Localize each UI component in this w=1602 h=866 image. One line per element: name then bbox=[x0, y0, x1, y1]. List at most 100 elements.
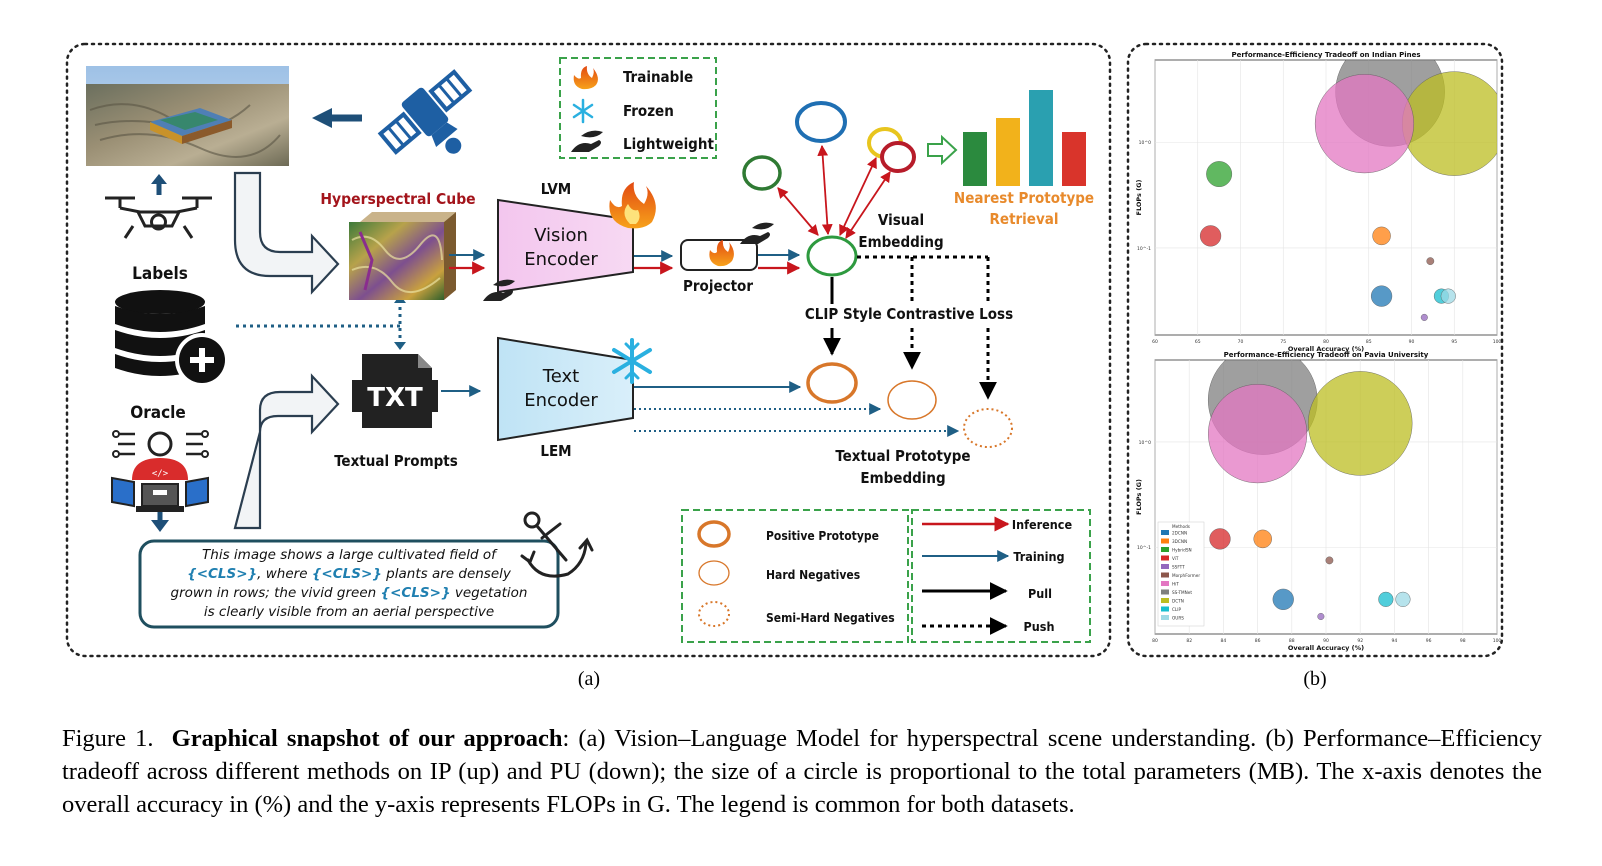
chart-title: Performance-Efficiency Tradeoff on Pavia… bbox=[1224, 351, 1429, 359]
point-vit bbox=[1199, 225, 1222, 247]
retrieval-bars-icon bbox=[963, 90, 1086, 186]
module-legend: Trainable Frozen Lightweight bbox=[559, 57, 717, 159]
svg-text:Semi-Hard Negatives: Semi-Hard Negatives bbox=[766, 611, 895, 625]
visual-embedding-line1: Visual bbox=[878, 211, 924, 229]
svg-text:Push: Push bbox=[1024, 619, 1055, 634]
legend-swatch bbox=[1161, 606, 1169, 612]
vision-encoder-block bbox=[497, 198, 634, 294]
point-2dcnn bbox=[1370, 285, 1393, 307]
x-tick-label: 70 bbox=[1238, 339, 1244, 345]
point-2dcnn bbox=[1272, 588, 1294, 610]
projector-flame-icon bbox=[709, 240, 734, 267]
panel-a-label: (a) bbox=[578, 668, 600, 690]
x-tick-label: 60 bbox=[1152, 339, 1158, 345]
anchor-icon bbox=[520, 511, 594, 578]
svg-text:Positive Prototype: Positive Prototype bbox=[766, 529, 879, 543]
textual-prototype-line2: Embedding bbox=[860, 469, 945, 487]
legend-swatch bbox=[1161, 598, 1169, 603]
satellite-icon bbox=[377, 69, 473, 155]
x-tick-label: 96 bbox=[1426, 638, 1432, 644]
caption-bold: Graphical snapshot of our approach bbox=[171, 725, 563, 752]
prototype-circle-blue bbox=[795, 101, 847, 143]
panel-a-border bbox=[65, 42, 1112, 658]
x-tick-label: 65 bbox=[1195, 339, 1201, 345]
lem-label: LEM bbox=[540, 442, 571, 460]
legend-hand-icon bbox=[571, 130, 603, 152]
nearest-prototype-line2: Retrieval bbox=[990, 210, 1059, 228]
x-axis-label: Overall Accuracy (%) bbox=[1288, 345, 1364, 353]
prompt-line-1: This image shows a large cultivated fiel… bbox=[202, 547, 498, 563]
point-hybridsn bbox=[1206, 161, 1233, 187]
vision-encoder-line2: Encoder bbox=[524, 249, 598, 270]
legend-item: ViT bbox=[1172, 556, 1179, 561]
textual-prototype-line1: Textual Prototype bbox=[835, 447, 970, 465]
data-points bbox=[1208, 360, 1413, 620]
panel-b-border bbox=[1126, 42, 1504, 658]
legend-swatch bbox=[1161, 555, 1169, 561]
clip-contrastive-loss-label: CLIP Style Contrastive Loss bbox=[805, 305, 1013, 323]
text-encoder-block bbox=[497, 336, 634, 442]
prompt-line-4: is clearly visible from an aerial perspe… bbox=[204, 604, 494, 620]
legend-swatch bbox=[1161, 547, 1169, 552]
svg-text:Frozen: Frozen bbox=[623, 102, 674, 120]
point-vit bbox=[1209, 528, 1231, 550]
y-tick-label: 10^-1 bbox=[1137, 246, 1151, 252]
svg-text:Hard Negatives: Hard Negatives bbox=[766, 568, 860, 582]
projector-label: Projector bbox=[683, 277, 753, 295]
data-points bbox=[1199, 60, 1497, 321]
x-tick-label: 86 bbox=[1255, 638, 1261, 644]
y-tick-label: 10^-1 bbox=[1137, 545, 1151, 551]
drone-up-arrow bbox=[151, 174, 167, 195]
x-tick-label: 92 bbox=[1357, 638, 1363, 644]
point-dctn bbox=[1307, 371, 1413, 476]
labels-text: Labels bbox=[132, 264, 188, 284]
text-encoder-to-prototype-arrows bbox=[634, 381, 960, 437]
legend-title: Methods bbox=[1172, 524, 1190, 529]
flame-icon bbox=[609, 182, 656, 229]
point-ssftt bbox=[1317, 612, 1325, 620]
figure-caption: Figure 1. Graphical snapshot of our appr… bbox=[62, 722, 1542, 821]
point-ours bbox=[1440, 288, 1456, 304]
prompt-callout: This image shows a large cultivated fiel… bbox=[138, 539, 560, 629]
point-ssftt bbox=[1420, 313, 1428, 321]
y-tick-label: 10^0 bbox=[1139, 440, 1151, 446]
cube-to-encoder-arrows bbox=[449, 249, 486, 275]
legend-swatch bbox=[1161, 530, 1169, 535]
figure-canvas: Labels Oracle </> Hype bbox=[65, 42, 1504, 690]
x-tick-label: 80 bbox=[1323, 339, 1329, 345]
semi-hard-negative-circle bbox=[963, 408, 1013, 448]
positive-prototype-circle bbox=[806, 362, 858, 404]
hard-negative-circle bbox=[887, 380, 937, 420]
txt-document-icon: TXT bbox=[352, 354, 438, 428]
legend-snowflake-icon bbox=[572, 98, 594, 124]
legend-item: SSFTT bbox=[1172, 565, 1185, 570]
methods-legend: Methods2DCNN3DCNNHybridSNViTSSFTTMorphFo… bbox=[1157, 521, 1205, 627]
svg-text:Pull: Pull bbox=[1028, 586, 1052, 601]
oracle-text: Oracle bbox=[130, 403, 186, 423]
legend-item: CLIP bbox=[1172, 607, 1181, 612]
prompt-line-3: grown in rows; the vivid green {<CLS>} v… bbox=[171, 585, 528, 601]
legend-swatch bbox=[1161, 538, 1169, 544]
lightweight-hand-icon bbox=[483, 279, 515, 301]
legend-swatch bbox=[1161, 615, 1169, 620]
svg-text:</>: </> bbox=[152, 469, 169, 479]
x-tick-label: 100 bbox=[1493, 339, 1502, 345]
x-axis-label: Overall Accuracy (%) bbox=[1288, 644, 1364, 652]
vision-encoder-line1: Vision bbox=[534, 225, 588, 246]
legend-item: HybridSN bbox=[1172, 548, 1192, 553]
x-tick-label: 82 bbox=[1186, 638, 1192, 644]
text-encoder-line2: Encoder bbox=[524, 390, 598, 411]
chart-title: Performance-Efficiency Tradeoff on India… bbox=[1231, 51, 1420, 59]
prompt-line-2: {<CLS>}, where {<CLS>} plants are densel… bbox=[187, 566, 512, 582]
panel-b-label: (b) bbox=[1303, 668, 1326, 690]
projector-hand-icon bbox=[740, 222, 774, 244]
visual-embedding-line2: Embedding bbox=[858, 233, 943, 251]
prototype-legend: Positive Prototype Hard Negatives Semi-H… bbox=[681, 509, 909, 643]
point-morphformer bbox=[1426, 257, 1435, 266]
legend-item: HiT bbox=[1172, 582, 1179, 587]
x-tick-label: 90 bbox=[1323, 638, 1329, 644]
x-tick-label: 94 bbox=[1392, 638, 1398, 644]
x-tick-label: 100 bbox=[1493, 638, 1502, 644]
y-axis-label: FLOPs (G) bbox=[1135, 180, 1143, 216]
